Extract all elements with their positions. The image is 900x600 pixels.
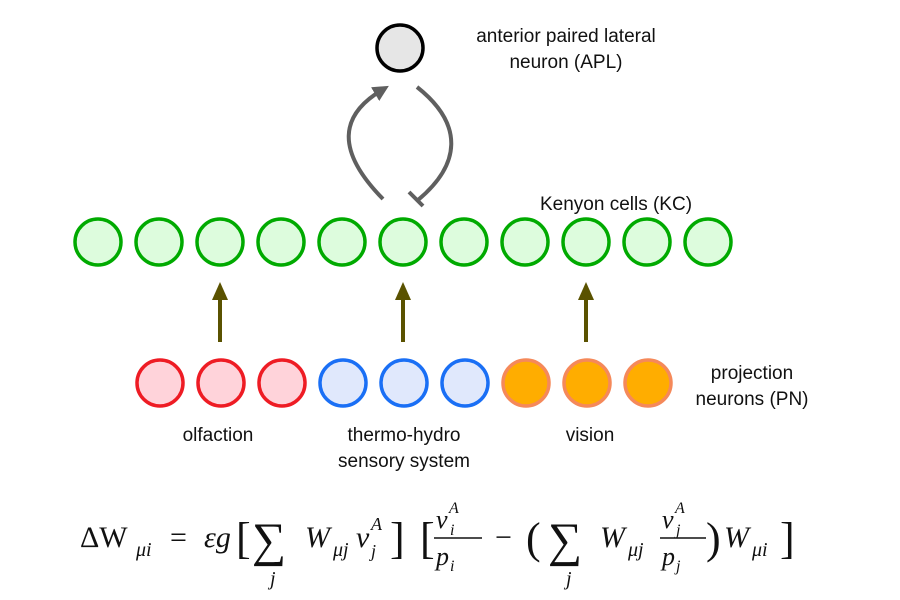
eq-frac-2-num-sub: j (674, 522, 681, 539)
eq-frac-1-num-sub: i (450, 522, 454, 539)
thermo-hydro-label-line1: thermo-hydro (348, 425, 461, 446)
eq-delta-w: ΔW (80, 521, 128, 554)
eq-minus: − (495, 521, 512, 554)
pn-label-line2: neurons (PN) (696, 389, 809, 410)
eq-rparen: ) (706, 514, 721, 563)
eq-eps-g: εg (204, 521, 231, 554)
inhibitory-arrow-apl-to-kc (415, 85, 454, 202)
eq-lbracket-1: [ (236, 514, 251, 563)
excitatory-arrow-kc-to-apl (346, 85, 389, 201)
eq-frac-2-den: p (660, 542, 675, 571)
pn-thermo-hydro-neuron (318, 358, 368, 408)
kc-label: Kenyon cells (KC) (540, 194, 692, 215)
eq-sum-1: ∑ (252, 514, 286, 567)
kenyon-cell (439, 217, 489, 267)
eq-w-3: W (724, 521, 752, 554)
pn-olfaction-neuron (196, 358, 246, 408)
learning-rule-equation: ΔW μi = εg [ ∑ j W μj v A j ] [ v A i p … (80, 500, 795, 590)
eq-rbracket-2: ] (780, 514, 795, 563)
eq-sum-2-index: j (563, 568, 572, 590)
eq-frac-1-den: p (434, 542, 449, 571)
eq-frac-2-num-sup: A (674, 500, 685, 517)
kenyon-cell (73, 217, 123, 267)
pn-to-kc-arrows (212, 282, 594, 342)
pn-olfaction-neuron (257, 358, 307, 408)
kenyon-cell (256, 217, 306, 267)
eq-lparen: ( (526, 514, 541, 563)
olfaction-label: olfaction (183, 425, 254, 446)
eq-frac-1-num-sup: A (448, 500, 459, 517)
kenyon-cell (622, 217, 672, 267)
eq-frac-2-num: v (662, 505, 674, 534)
eq-v-1-sub: j (369, 541, 376, 561)
kenyon-cells (73, 217, 733, 267)
eq-rbracket-1: ] (390, 514, 405, 563)
kenyon-cell (378, 217, 428, 267)
eq-frac-1-den-sub: i (450, 558, 454, 575)
eq-lhs-sub: μi (135, 539, 152, 561)
kenyon-cell (134, 217, 184, 267)
kenyon-cell (561, 217, 611, 267)
eq-lbracket-2: [ (420, 514, 435, 563)
eq-w-1: W (305, 521, 333, 554)
eq-sum-2: ∑ (548, 514, 582, 567)
kenyon-cell (317, 217, 367, 267)
vision-label: vision (566, 425, 615, 446)
projection-neurons (135, 358, 673, 408)
eq-w-2: W (600, 521, 628, 554)
arrow-up-icon (212, 282, 228, 300)
pn-olfaction-neuron (135, 358, 185, 408)
eq-frac-1-num: v (436, 505, 448, 534)
pn-vision-neuron (623, 358, 673, 408)
pn-vision-neuron (501, 358, 551, 408)
eq-v-1-sup: A (370, 514, 383, 534)
eq-v-1: v (356, 521, 370, 554)
eq-frac-2-den-sub: j (674, 558, 681, 575)
kenyon-cell (683, 217, 733, 267)
pn-vision-neuron (562, 358, 612, 408)
apl-neuron (375, 23, 425, 73)
arrow-up-icon (395, 282, 411, 300)
thermo-hydro-label-line2: sensory system (338, 451, 470, 472)
eq-sum-1-index: j (267, 568, 276, 590)
pn-thermo-hydro-neuron (379, 358, 429, 408)
eq-w-3-sub: μi (751, 539, 768, 561)
pn-thermo-hydro-neuron (440, 358, 490, 408)
eq-w-1-sub: μj (332, 539, 349, 561)
eq-equals: = (170, 521, 187, 554)
apl-label-line1: anterior paired lateral (476, 26, 656, 47)
kenyon-cell (195, 217, 245, 267)
pn-label-line1: projection (711, 363, 793, 384)
apl-label-line2: neuron (APL) (509, 52, 622, 73)
inhibitory-bar-icon (407, 190, 425, 208)
kenyon-cell (500, 217, 550, 267)
eq-w-2-sub: μj (627, 539, 644, 561)
arrow-up-icon (578, 282, 594, 300)
